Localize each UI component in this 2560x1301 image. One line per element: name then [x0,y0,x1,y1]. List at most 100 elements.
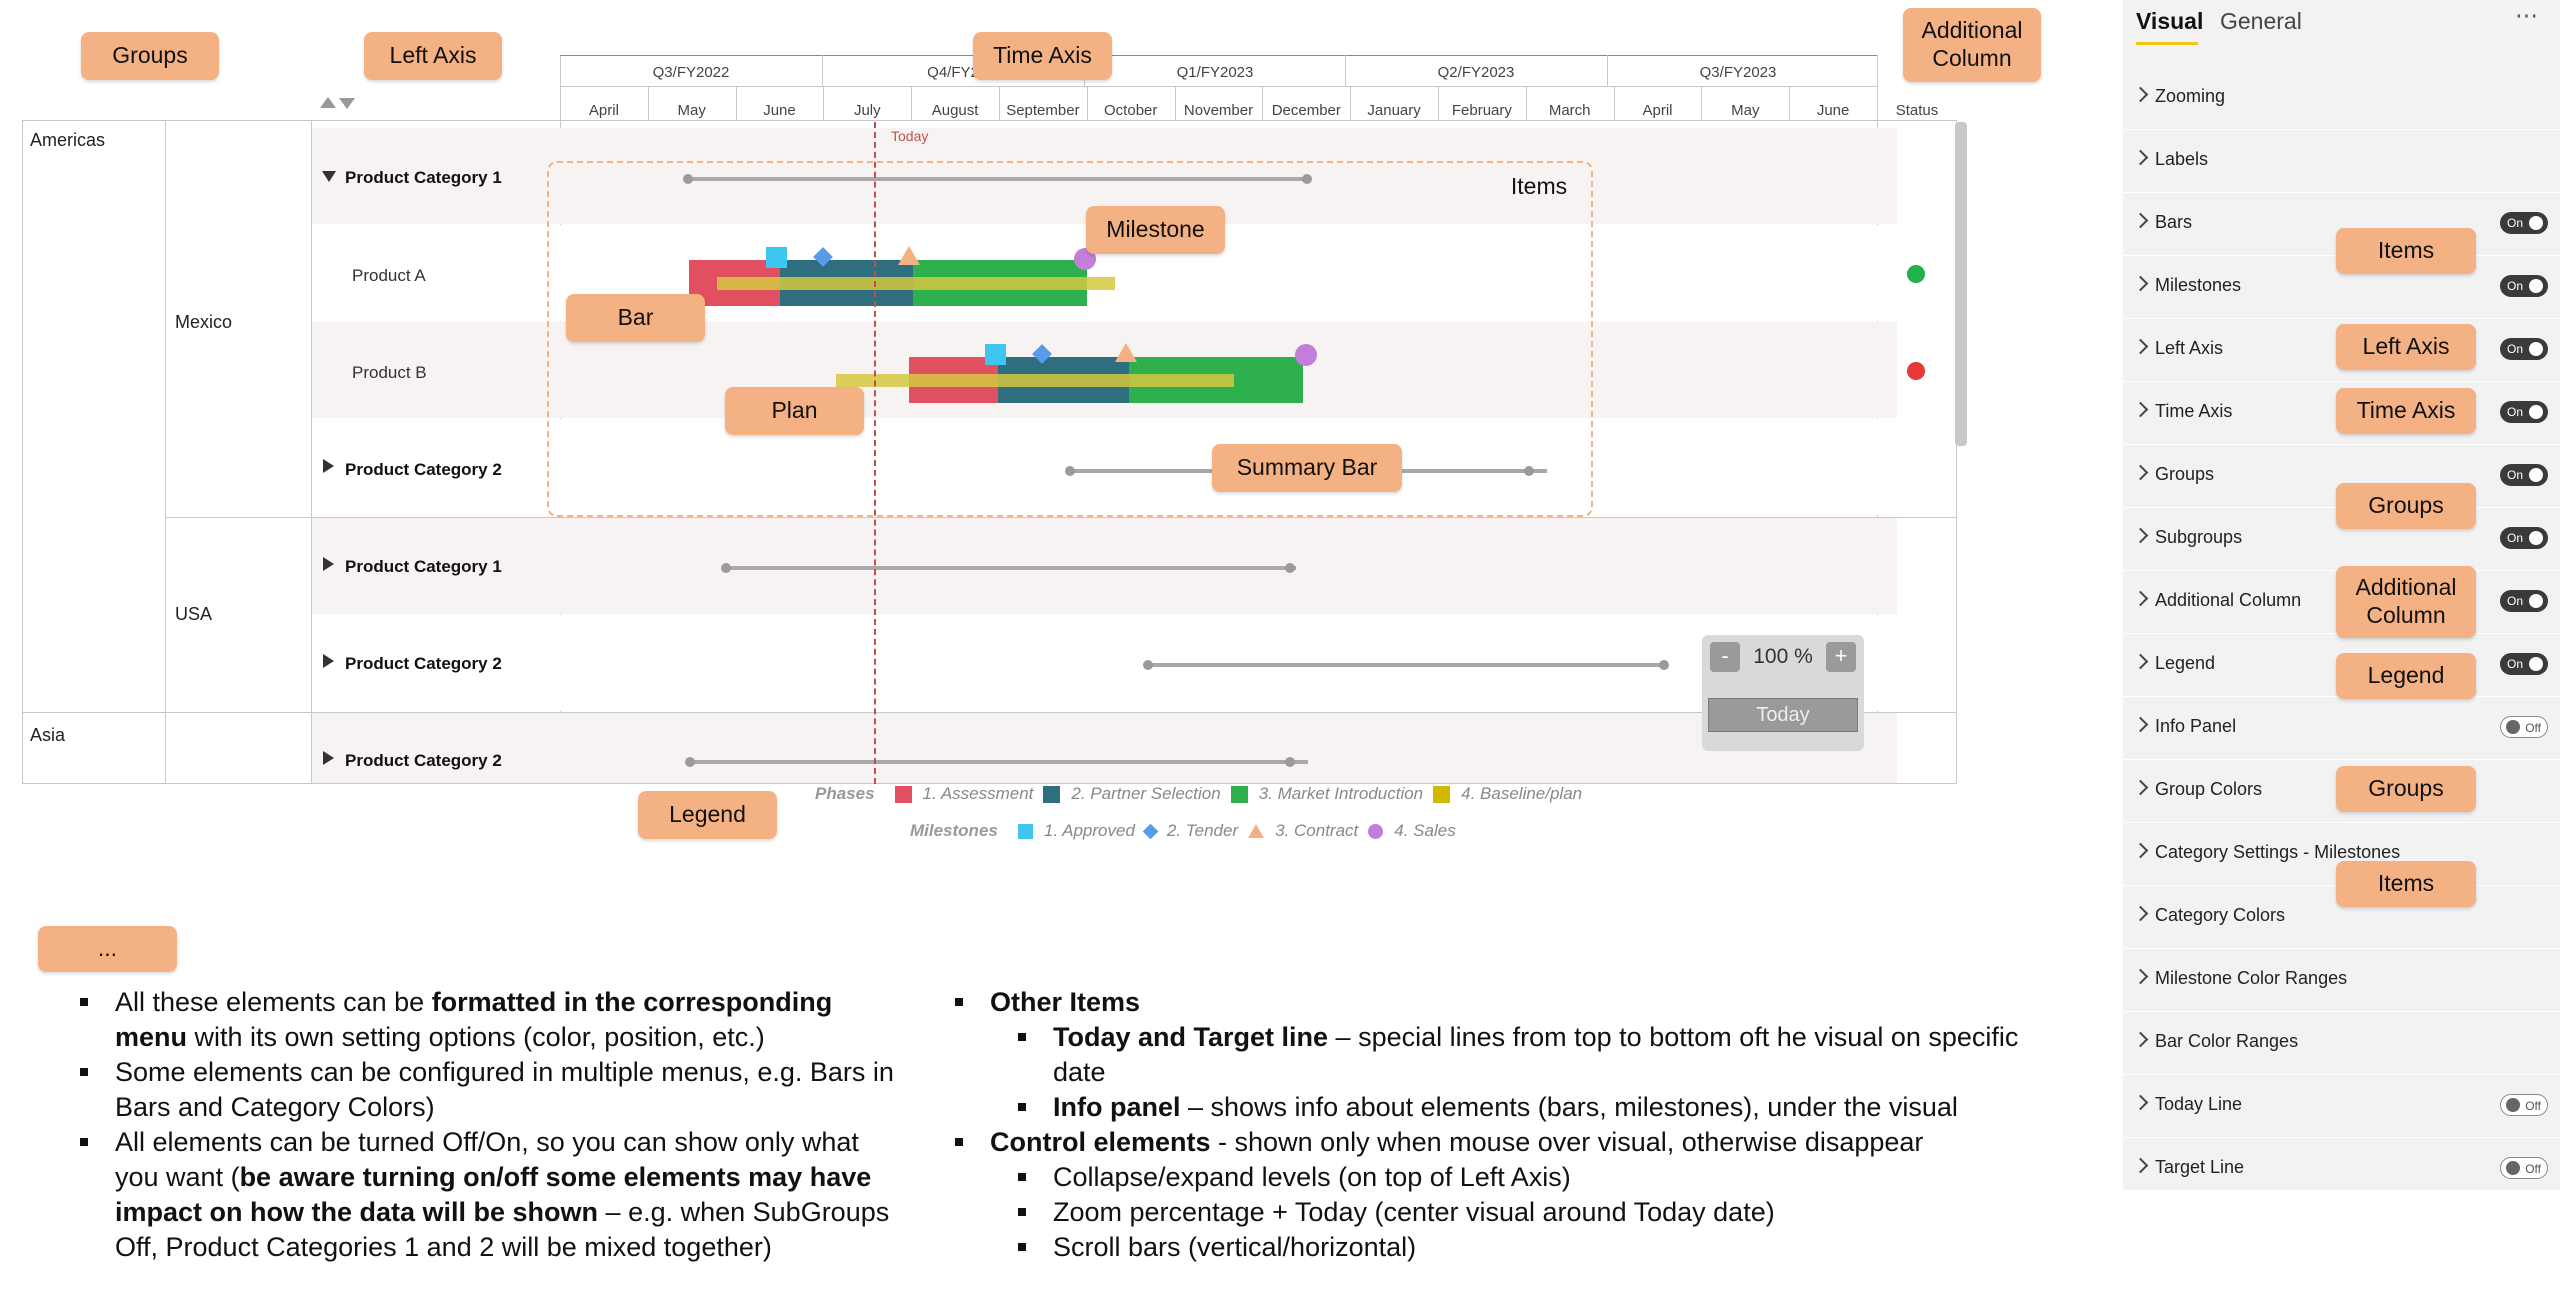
toggle-switch[interactable]: On [2500,590,2548,612]
chevron-right-icon[interactable] [2132,149,2149,166]
toggle-switch[interactable]: On [2500,401,2548,423]
chevron-right-icon[interactable] [2132,1031,2149,1048]
panel-section-milestones[interactable]: Milestones On [2123,255,2560,319]
expand-row-icon[interactable] [323,654,334,668]
expand-all-icon[interactable] [320,97,336,108]
callout-legend: Legend [638,791,777,839]
month-divider [823,86,825,120]
status-indicator [1907,265,1925,283]
tab-visual[interactable]: Visual [2136,8,2204,34]
month-label: March [1548,102,1591,119]
chevron-right-icon[interactable] [2132,401,2149,418]
panel-section-label: Milestones [2155,275,2242,295]
toggle-switch[interactable]: Off [2500,1094,2548,1116]
summary-bar[interactable] [1150,663,1665,667]
panel-section-label: Additional Column [2155,590,2302,610]
toggle-switch[interactable]: Off [2500,716,2548,738]
milestone-contract-icon[interactable] [1115,343,1137,362]
milestone-contract-icon[interactable] [898,246,920,265]
legend-swatch [894,785,912,803]
toggle-switch[interactable]: On [2500,275,2548,297]
chevron-right-icon[interactable] [2132,968,2149,985]
plan-bar[interactable] [836,374,1234,387]
zoom-out-button[interactable]: - [1710,642,1740,672]
callout-additional-column: Additional Column [1903,8,2041,82]
callout-groups: Groups [81,32,219,80]
row-label-cat1-mexico[interactable]: Product Category 1 [345,168,502,187]
summary-bar[interactable] [728,566,1296,570]
chevron-right-icon[interactable] [2132,590,2149,607]
note-text: with its own setting options (color, pos… [187,1022,765,1052]
toggle-switch[interactable]: Off [2500,1157,2548,1179]
collapse-all-icon[interactable] [339,98,355,109]
month-divider [560,86,561,120]
note-bullet: All elements can be turned Off/On, so yo… [80,1125,900,1265]
row-label-cat2-mexico[interactable]: Product Category 2 [345,460,502,479]
milestone-approved-icon[interactable] [985,344,1006,365]
note-bold: formatted in the corresponding menu [115,987,833,1052]
toggle-switch[interactable]: On [2500,464,2548,486]
toggle-switch[interactable]: On [2500,338,2548,360]
note-bold: Control elements [990,1127,1211,1157]
chevron-right-icon[interactable] [2132,86,2149,103]
quarter-divider [1345,55,1346,87]
milestone-approved-icon[interactable] [766,247,787,268]
panel-section-labels[interactable]: Labels [2123,129,2560,193]
today-line [874,122,876,784]
panel-section-label: Group Colors [2155,779,2263,799]
vertical-scrollbar[interactable] [1955,122,1967,446]
chevron-right-icon[interactable] [2132,338,2149,355]
toggle-knob [2529,594,2543,608]
legend-label: 2. Tender [1166,821,1239,840]
panel-section-milestone-color-ranges[interactable]: Milestone Color Ranges [2123,948,2560,1012]
toggle-switch[interactable]: On [2500,527,2548,549]
collapse-row-icon[interactable] [322,171,336,182]
chevron-right-icon[interactable] [2132,527,2149,544]
chevron-right-icon[interactable] [2132,653,2149,670]
panel-section-label: Bars [2155,212,2193,232]
toggle-switch[interactable]: On [2500,653,2548,675]
more-options-icon[interactable]: ⋯ [2515,2,2538,28]
row-label-cat2-asia[interactable]: Product Category 2 [345,751,502,770]
month-label: April [588,102,619,119]
note-bullet: Other Items [955,985,2075,1020]
tab-general[interactable]: General [2220,8,2302,34]
expand-row-icon[interactable] [323,459,334,473]
summary-bar[interactable] [692,760,1308,764]
today-button[interactable]: Today [1708,698,1858,732]
callout-bar: Bar [566,294,705,342]
expand-row-icon[interactable] [323,557,334,571]
panel-section-bar-color-ranges[interactable]: Bar Color Ranges [2123,1011,2560,1075]
chevron-right-icon[interactable] [2132,905,2149,922]
chevron-right-icon[interactable] [2132,842,2149,859]
row-label-cat1-usa[interactable]: Product Category 1 [345,557,502,576]
chevron-right-icon[interactable] [2132,212,2149,229]
chevron-right-icon[interactable] [2132,716,2149,733]
panel-section-category-colors[interactable]: Category Colors [2123,885,2560,949]
callout-panel-items: Items [2336,228,2476,274]
chevron-right-icon[interactable] [2132,275,2149,292]
panel-section-group-colors[interactable]: Group Colors [2123,759,2560,823]
expand-row-icon[interactable] [323,751,334,765]
chevron-right-icon[interactable] [2132,464,2149,481]
plan-bar[interactable] [717,277,1115,290]
milestone-sales-icon[interactable] [1295,344,1317,366]
panel-section-zooming[interactable]: Zooming [2123,66,2560,130]
chevron-right-icon[interactable] [2132,1094,2149,1111]
chevron-right-icon[interactable] [2132,779,2149,796]
callout-summary-bar: Summary Bar [1212,444,1402,492]
summary-bar[interactable] [690,177,1310,181]
toggle-switch[interactable]: On [2500,212,2548,234]
panel-section-additional-column[interactable]: Additional Column On [2123,570,2560,634]
chevron-right-icon[interactable] [2132,1157,2149,1174]
zoom-in-button[interactable]: + [1826,642,1856,672]
row-label-cat2-usa[interactable]: Product Category 2 [345,654,502,673]
